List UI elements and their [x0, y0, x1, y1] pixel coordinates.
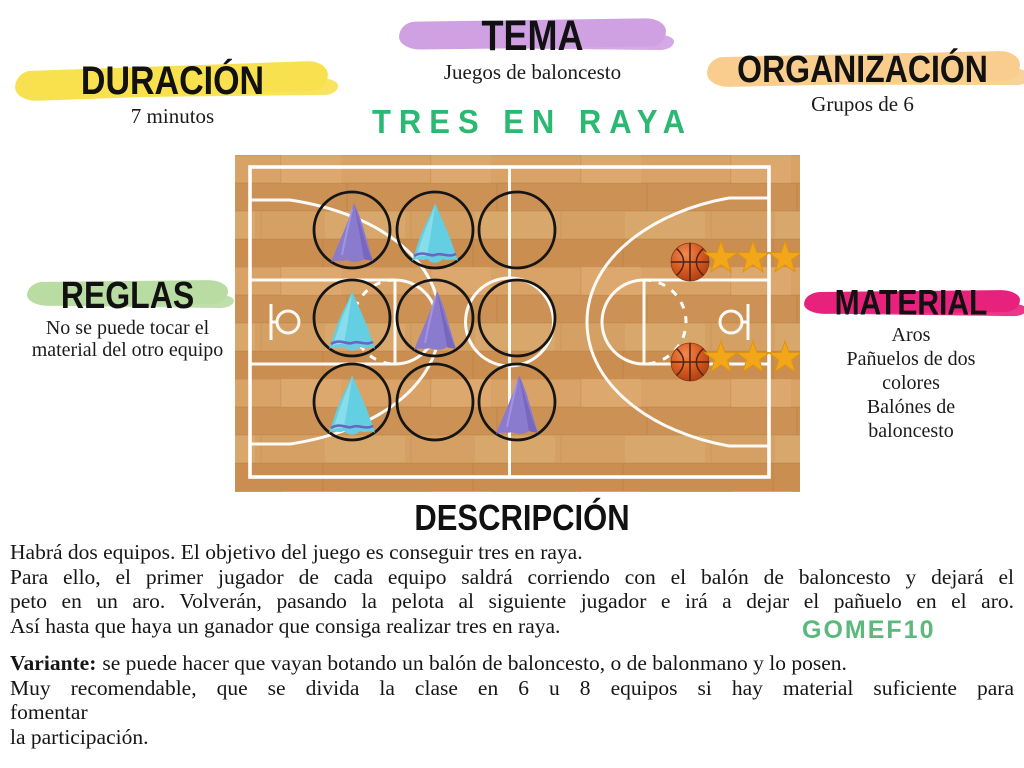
aro-circle: [477, 278, 557, 358]
section-material: MATERIAL Aros Pañuelos de dos colores Ba…: [800, 284, 1022, 442]
aro-circle: [477, 362, 557, 442]
basketball-icon: [670, 242, 710, 282]
court-svg: [235, 155, 800, 492]
aro-circle: [312, 362, 392, 442]
aro-circle: [395, 278, 475, 358]
section-tema: TEMA Juegos de baloncesto: [395, 11, 670, 84]
descripcion-title: DESCRIPCIÓN: [414, 496, 630, 539]
court-game-items: [312, 190, 800, 442]
variante-line: Variante:se puede hacer que vayan botand…: [10, 651, 847, 675]
aro-circle: [477, 190, 557, 270]
tema-value: Juegos de baloncesto: [443, 60, 622, 84]
game-title: TRES EN RAYA: [371, 102, 694, 141]
variante-line: fomentar: [10, 700, 88, 725]
variante-line: Muy recomendable, que se divida la clase…: [10, 675, 1014, 700]
reglas-line: material del otro equipo: [31, 339, 224, 361]
material-title: MATERIAL: [800, 284, 1022, 323]
court-illustration: [235, 155, 800, 492]
hoop-icon-right: [718, 304, 750, 340]
aro-circle: [312, 190, 392, 270]
reglas-line: No se puede tocar el: [45, 317, 210, 339]
material-line: Pañuelos de dos: [846, 348, 976, 370]
organizacion-title: ORGANIZACIÓN: [705, 48, 1021, 90]
aro-circle: [395, 362, 475, 442]
material-line: Balónes de: [866, 396, 956, 418]
description-line: Habrá dos equipos. El objetivo del juego…: [10, 540, 583, 564]
watermark: GOMEF10: [802, 616, 936, 644]
aro-circle: [312, 278, 392, 358]
reglas-title: REGLAS: [15, 274, 240, 316]
variante-label: Variante:: [10, 651, 97, 675]
material-line: Aros: [891, 324, 931, 346]
variante-body: Variante:se puede hacer que vayan botand…: [10, 651, 1014, 749]
section-reglas: REGLAS No se puede tocar el material del…: [15, 274, 240, 361]
descripcion-body: Habrá dos equipos. El objetivo del juego…: [10, 540, 1014, 638]
three-point-line-right: [585, 196, 769, 448]
section-duracion: DURACIÓN 7 minutos: [14, 59, 330, 128]
aro-circle: [395, 190, 475, 270]
variante-line: la participación.: [10, 724, 149, 749]
section-descripcion: DESCRIPCIÓN: [352, 496, 692, 539]
duracion-title: DURACIÓN: [14, 59, 330, 103]
material-line: colores: [882, 372, 940, 394]
description-line: Para ello, el primer jugador de cada equ…: [10, 564, 1014, 589]
hoop-icon-left: [269, 304, 301, 340]
section-organizacion: ORGANIZACIÓN Grupos de 6: [705, 48, 1021, 116]
material-line: baloncesto: [868, 420, 954, 442]
tema-title: TEMA: [395, 11, 670, 60]
organizacion-value: Grupos de 6: [811, 92, 914, 116]
description-line: peto en un aro. Volverán, pasando la pel…: [10, 589, 1014, 614]
basketball-icon: [670, 342, 710, 382]
description-line: Así hasta que haya un ganador que consig…: [10, 613, 561, 638]
duracion-value: 7 minutos: [130, 104, 215, 128]
